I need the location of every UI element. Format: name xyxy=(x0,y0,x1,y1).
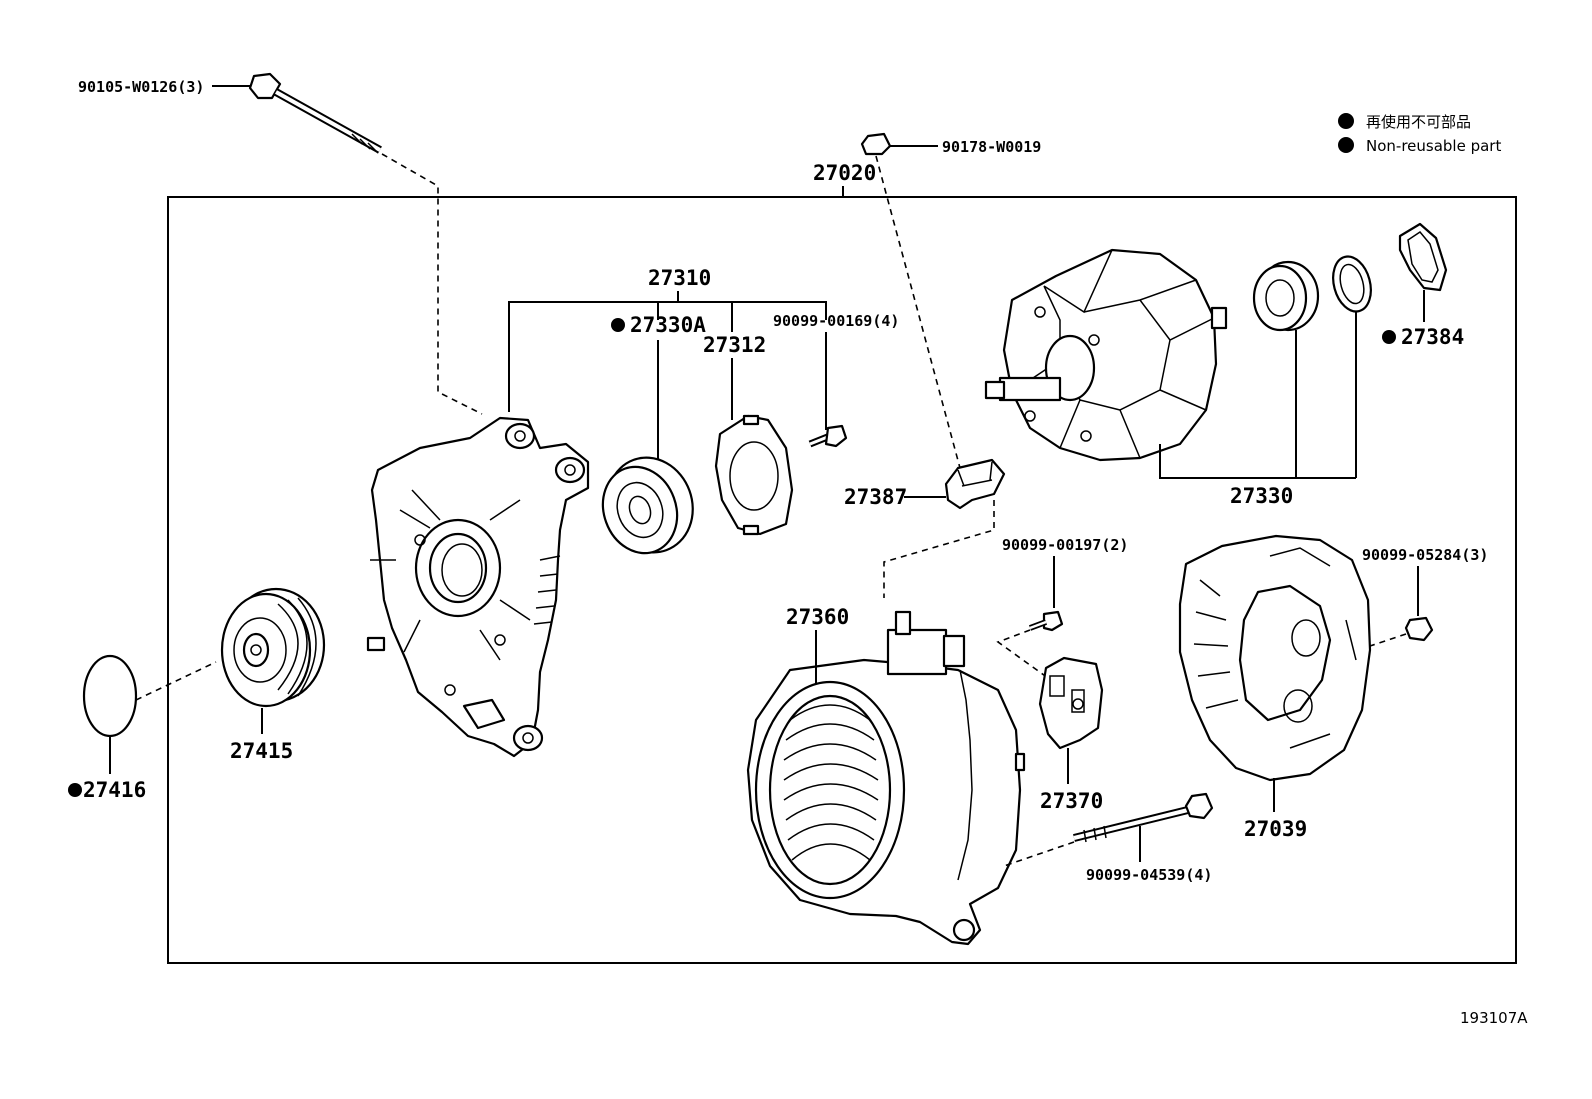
pulley-27415: 27415 xyxy=(135,587,326,763)
cap-27416: 27416 xyxy=(68,654,146,802)
nut-90178: 90178-W0019 xyxy=(860,132,1041,469)
insulator-27387: 27387 xyxy=(844,458,1006,598)
nut-90099-05284: 90099-05284(3) xyxy=(1362,546,1488,647)
retainer-plate-27312 xyxy=(714,414,794,536)
screw-90099-00197: 90099-00197(2) xyxy=(996,536,1128,679)
non-reusable-bullet-27330A xyxy=(611,318,625,332)
label-27312: 27312 xyxy=(703,333,766,357)
label-27360: 27360 xyxy=(786,605,849,629)
brush-holder-27370: 27370 xyxy=(1038,656,1103,813)
bolt-90105: 90105-W0126(3) xyxy=(78,72,483,415)
label-90099-05284: 90099-05284(3) xyxy=(1362,546,1488,564)
seal-27384: 27384 xyxy=(1382,222,1464,349)
non-reusable-bullet-27384 xyxy=(1382,330,1396,344)
stator-housing-27360: 27360 xyxy=(746,605,1026,946)
label-27415: 27415 xyxy=(230,739,293,763)
rear-cover-27039: 27039 xyxy=(1178,534,1372,841)
label-90178: 90178-W0019 xyxy=(942,138,1041,156)
rotor-bearing xyxy=(1252,260,1320,332)
legend-bullet-en xyxy=(1338,137,1354,153)
legend-bullet-jp xyxy=(1338,113,1354,129)
legend-jp-text: 再使用不可部品 xyxy=(1366,113,1471,131)
non-reusable-bullet-27416 xyxy=(68,783,82,797)
rotor-cover-ring xyxy=(1332,255,1372,313)
label-27416: 27416 xyxy=(83,778,146,802)
label-90105: 90105-W0126(3) xyxy=(78,78,204,96)
screw-90099-00169 xyxy=(808,424,848,448)
leader-27330: 27330 xyxy=(1159,312,1357,508)
drive-end-frame xyxy=(366,416,590,758)
label-90099-00169: 90099-00169(4) xyxy=(773,312,899,330)
label-27020: 27020 xyxy=(813,161,876,185)
bearing-27330A xyxy=(601,456,694,555)
label-27039: 27039 xyxy=(1244,817,1307,841)
label-27330A: 27330A xyxy=(630,313,706,337)
rotor-27330 xyxy=(984,248,1228,462)
label-27370: 27370 xyxy=(1040,789,1103,813)
label-90099-04539: 90099-04539(4) xyxy=(1086,866,1212,884)
legend-en-text: Non-reusable part xyxy=(1366,137,1501,155)
label-27387: 27387 xyxy=(844,485,907,509)
legend: 再使用不可部品 Non-reusable part xyxy=(1338,113,1501,155)
bracket-27310: 27310 27330A 27312 90099-00169(4) xyxy=(508,266,899,462)
label-27384: 27384 xyxy=(1401,325,1464,349)
bolt-90099-04539: 90099-04539(4) xyxy=(1003,792,1214,884)
label-27330: 27330 xyxy=(1230,484,1293,508)
label-90099-00197: 90099-00197(2) xyxy=(1002,536,1128,554)
reference-code: 193107A xyxy=(1460,1009,1528,1027)
label-27310: 27310 xyxy=(648,266,711,290)
